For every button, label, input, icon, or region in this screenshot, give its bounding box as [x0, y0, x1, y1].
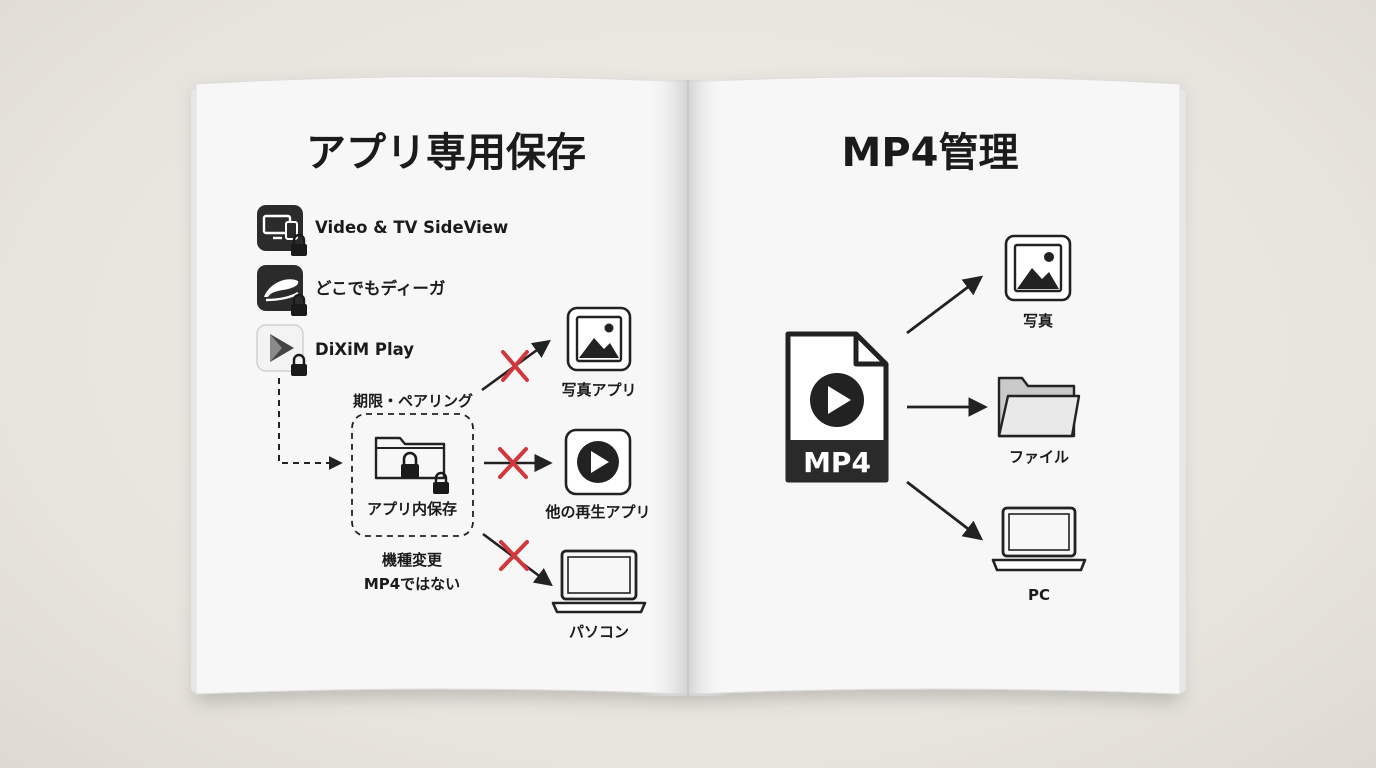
left-page: アプリ専用保存 Video & TV SideView どこでもディーガ: [256, 130, 651, 641]
app-name-sideview: Video & TV SideView: [315, 218, 508, 237]
blocked-x-icon: [498, 447, 528, 479]
lock-icon: [291, 353, 307, 376]
right-page: MP4管理 MP4 写真 ファイル: [785, 130, 1087, 604]
app-name-dixim: DiXiM Play: [315, 340, 414, 359]
target-label-files: ファイル: [1009, 448, 1069, 466]
blocked-arrow-player: [484, 447, 553, 479]
arrow-to-photos: [906, 275, 984, 335]
right-page-title: MP4管理: [842, 130, 1019, 176]
laptop-icon: [991, 506, 1087, 572]
locked-folder-icon: [374, 436, 449, 494]
app-row-dixim: DiXiM Play: [256, 324, 414, 376]
target-label-photo-app: 写真アプリ: [561, 381, 636, 399]
target-label-pc-right: PC: [1028, 586, 1050, 604]
app-storage-label: アプリ内保存: [367, 500, 457, 518]
book: [195, 75, 1181, 695]
left-page-title: アプリ専用保存: [306, 130, 586, 176]
page-edges-right: [1180, 88, 1186, 694]
folder-icon: [997, 376, 1081, 438]
laptop-icon: [551, 549, 647, 614]
target-label-pc: パソコン: [569, 623, 629, 641]
pairing-label: 期限・ペアリング: [353, 392, 473, 410]
note-line-1: 機種変更: [382, 551, 443, 569]
app-row-sideview: Video & TV SideView: [257, 205, 508, 256]
photo-app-icon: [566, 306, 632, 372]
page-edges-left: [191, 88, 196, 694]
lock-icon: [291, 233, 307, 256]
flow-dashed-arrow: [278, 378, 343, 470]
app-row-diga: どこでもディーガ: [257, 265, 446, 316]
note-line-2: MP4ではない: [364, 575, 460, 593]
gutter-shadow-right: [688, 80, 728, 696]
target-label-photos: 写真: [1023, 312, 1053, 330]
mp4-file-icon: MP4: [785, 331, 889, 483]
player-app-icon: [564, 428, 632, 496]
target-label-player-app: 他の再生アプリ: [544, 503, 650, 521]
arrow-to-pc: [906, 480, 984, 541]
blocked-arrow-photos: [481, 339, 551, 392]
gutter-shadow-left: [640, 80, 688, 696]
blocked-x-icon: [499, 540, 529, 571]
mp4-file-label: MP4: [803, 446, 871, 479]
lock-icon: [291, 293, 307, 316]
blocked-x-icon: [501, 350, 529, 382]
app-name-diga: どこでもディーガ: [315, 278, 446, 298]
photos-icon: [1004, 234, 1072, 302]
blocked-arrow-pc: [482, 532, 553, 587]
app-storage-box: [351, 413, 474, 537]
